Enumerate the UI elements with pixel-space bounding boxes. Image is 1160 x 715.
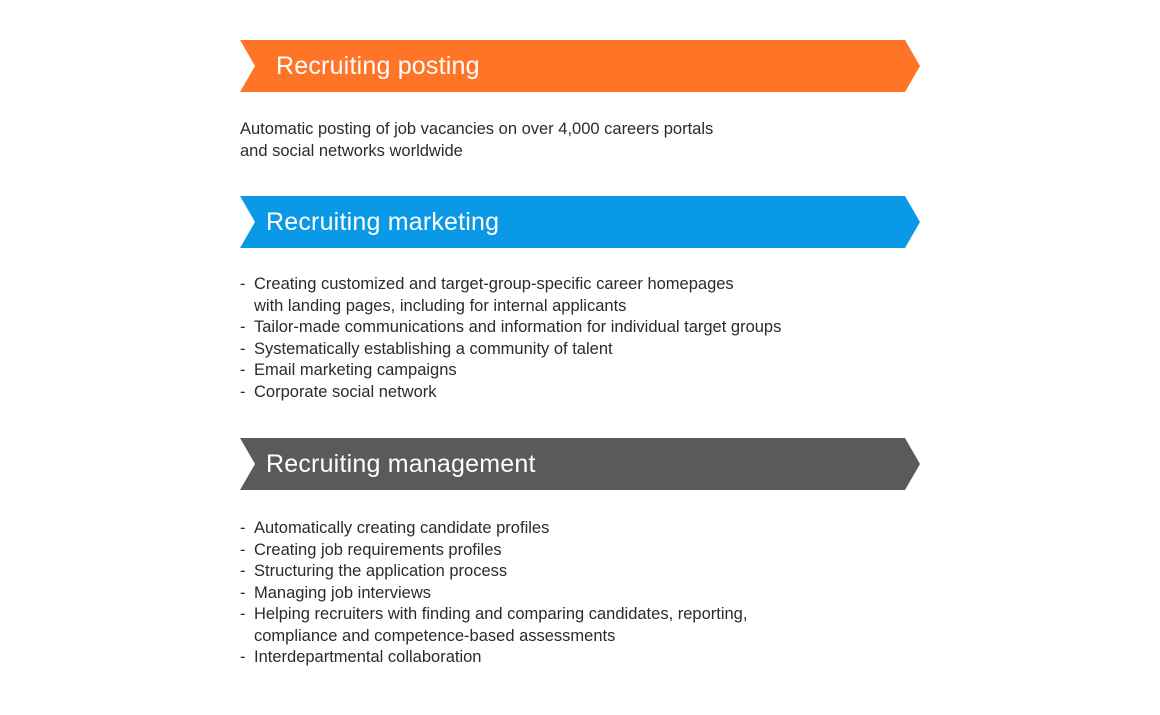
bullet-dash: - [240,318,246,336]
bullet-dash: - [240,540,246,559]
list-item-text: Corporate social network [254,382,437,401]
banner-recruiting-management: Recruiting management [240,438,920,490]
list-item-text: Creating customized and target-group-spe… [254,275,734,293]
chevron-arrow-shape [240,438,920,490]
banner-title-management: Recruiting management [266,450,536,478]
banner-title-marketing: Recruiting marketing [266,208,500,236]
list-item-text: Helping recruiters with finding and comp… [254,605,748,623]
bullet-dash: - [240,519,246,537]
management-list: - Automatically creating candidate profi… [240,518,747,669]
bullet-dash: - [240,648,246,666]
list-item: - Structuring the application process [240,561,747,583]
list-item: - Creating job requirements profiles [240,540,747,562]
list-item-text: Interdepartmental collaboration [254,648,482,666]
posting-description-line1: Automatic posting of job vacancies on ov… [240,120,714,138]
bullet-dash: - [240,562,246,580]
list-item: - Helping recruiters with finding and co… [240,604,747,647]
banner-recruiting-posting: Recruiting posting [240,40,920,92]
list-item-text: Email marketing campaigns [254,361,457,379]
list-item-text: Managing job interviews [254,583,432,602]
posting-description-line2: and social networks worldwide [240,141,463,160]
list-item: - Managing job interviews [240,583,747,605]
list-item-text-continued: compliance and competence-based assessme… [254,626,616,645]
banner-title-posting: Recruiting posting [276,52,480,80]
bullet-dash: - [240,275,246,293]
list-item: - Automatically creating candidate profi… [240,518,747,540]
list-item-text: Systematically establishing a community … [254,339,613,358]
list-item: - Systematically establishing a communit… [240,339,781,361]
bullet-dash: - [240,583,246,602]
marketing-list: - Creating customized and target-group-s… [240,274,781,403]
chevron-arrow-shape [240,196,920,248]
bullet-dash: - [240,339,246,358]
list-item-text: Tailor-made communications and informati… [254,318,782,336]
list-item: - Tailor-made communications and informa… [240,317,781,339]
list-item: - Email marketing campaigns [240,360,781,382]
list-item-text-continued: with landing pages, including for intern… [254,296,627,315]
banner-shape-marketing [240,196,920,248]
list-item: - Corporate social network [240,382,781,404]
list-item-text: Structuring the application process [254,562,508,580]
bullet-dash: - [240,382,246,401]
banner-recruiting-marketing: Recruiting marketing [240,196,920,248]
list-item: - Creating customized and target-group-s… [240,274,781,317]
bullet-dash: - [240,605,246,623]
list-item-text: Creating job requirements profiles [254,540,502,559]
chevron-arrow-shape [240,40,920,92]
posting-description: Automatic posting of job vacancies on ov… [240,119,713,162]
banner-shape-posting [240,40,920,92]
bullet-dash: - [240,361,246,379]
banner-shape-management [240,438,920,490]
list-item: - Interdepartmental collaboration [240,647,747,669]
list-item-text: Automatically creating candidate profile… [254,519,550,537]
